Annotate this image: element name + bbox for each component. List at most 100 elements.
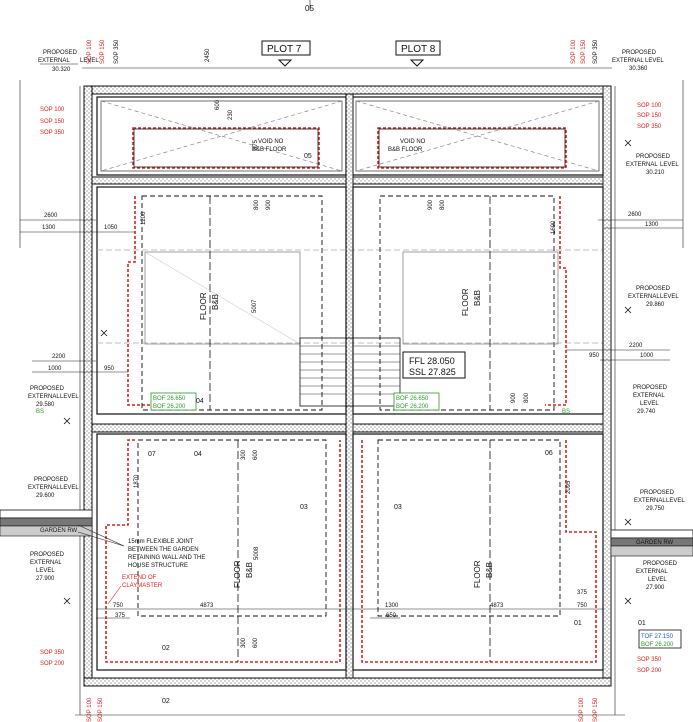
svg-text:LEVEL: LEVEL bbox=[60, 394, 79, 400]
svg-text:EXTERNAL: EXTERNAL bbox=[633, 393, 665, 399]
svg-text:900: 900 bbox=[511, 392, 517, 403]
svg-text:EXTERNAL: EXTERNAL bbox=[636, 569, 668, 575]
svg-text:PROPOSED: PROPOSED bbox=[636, 286, 671, 292]
svg-text:03: 03 bbox=[300, 504, 308, 511]
level-left-2: PROPOSED EXTERNAL LEVEL 29.600 bbox=[28, 477, 79, 499]
svg-text:01: 01 bbox=[638, 620, 646, 627]
svg-text:PROPOSED: PROPOSED bbox=[30, 552, 65, 558]
svg-text:1300: 1300 bbox=[42, 225, 56, 231]
svg-text:29.750: 29.750 bbox=[646, 506, 665, 512]
svg-text:07: 07 bbox=[148, 451, 156, 458]
svg-text:EXTERNAL: EXTERNAL bbox=[28, 485, 60, 491]
svg-text:SOP 150: SOP 150 bbox=[581, 39, 587, 64]
svg-text:950: 950 bbox=[589, 353, 600, 359]
svg-text:27.900: 27.900 bbox=[646, 585, 665, 591]
svg-text:PROPOSED: PROPOSED bbox=[643, 561, 678, 567]
svg-text:1000: 1000 bbox=[48, 366, 62, 372]
void-area-plot-7: VOID NO B&B FLOOR 05 bbox=[96, 96, 347, 176]
plot-8-label: PLOT 8 bbox=[395, 40, 441, 67]
svg-text:900: 900 bbox=[266, 199, 272, 210]
svg-text:LEVEL: LEVEL bbox=[640, 401, 659, 407]
svg-text:BETWEEN THE GARDEN: BETWEEN THE GARDEN bbox=[128, 547, 199, 553]
svg-text:04: 04 bbox=[196, 398, 204, 405]
svg-text:SOP 150: SOP 150 bbox=[637, 113, 662, 119]
svg-text:LEVEL: LEVEL bbox=[660, 162, 679, 168]
lower-room-plot-8 bbox=[352, 433, 604, 671]
svg-text:FLOOR: FLOOR bbox=[233, 560, 242, 588]
svg-text:BOF 26.200: BOF 26.200 bbox=[641, 642, 674, 648]
svg-text:02: 02 bbox=[162, 698, 170, 705]
svg-text:30.360: 30.360 bbox=[629, 66, 648, 72]
svg-text:SOP 350: SOP 350 bbox=[593, 39, 599, 64]
svg-text:LEVEL: LEVEL bbox=[648, 577, 667, 583]
svg-text:29.600: 29.600 bbox=[36, 493, 55, 499]
lower-room-plot-7 bbox=[96, 433, 347, 671]
plot-7-label: PLOT 7 bbox=[261, 40, 311, 67]
svg-text:04: 04 bbox=[194, 451, 202, 458]
point-markers bbox=[63, 139, 632, 605]
svg-text:SOP 350: SOP 350 bbox=[637, 657, 662, 663]
sop-labels-right: SOP 100 SOP 150 SOP 350 SOP 350 SOP 200 bbox=[637, 103, 662, 674]
svg-text:BOF 26.200: BOF 26.200 bbox=[153, 404, 186, 410]
svg-text:RETAINING WALL AND THE: RETAINING WALL AND THE bbox=[128, 555, 205, 561]
svg-text:01: 01 bbox=[574, 620, 582, 627]
svg-text:02: 02 bbox=[162, 645, 170, 652]
dimensions-horizontal: 2600 1300 1050 2600 1300 2200 1000 950 2… bbox=[20, 212, 683, 619]
svg-text:LEVEL: LEVEL bbox=[36, 568, 55, 574]
upper-room-plot-8 bbox=[352, 186, 604, 415]
tof-bof-box: TOF 27.150 BOF 26.200 01 bbox=[638, 620, 682, 649]
site-boundary bbox=[19, 67, 684, 716]
svg-text:2200: 2200 bbox=[52, 354, 66, 360]
svg-text:HOUSE STRUCTURE: HOUSE STRUCTURE bbox=[128, 563, 188, 569]
svg-text:GARDEN RW: GARDEN RW bbox=[40, 528, 78, 534]
svg-text:SOP 350: SOP 350 bbox=[40, 650, 65, 656]
bs-label-right: BS bbox=[562, 409, 570, 415]
svg-text:230: 230 bbox=[228, 109, 234, 120]
svg-text:5007: 5007 bbox=[252, 299, 258, 313]
level-right-4: PROPOSED EXTERNAL LEVEL 29.750 bbox=[634, 490, 685, 512]
svg-text:600: 600 bbox=[215, 99, 221, 110]
svg-text:SOP 150: SOP 150 bbox=[98, 697, 104, 722]
floor-labels: FLOOR B&B FLOOR B&B FLOOR B&B FLOOR B&B bbox=[199, 288, 494, 588]
svg-text:27.900: 27.900 bbox=[36, 576, 55, 582]
svg-text:TOF 27.150: TOF 27.150 bbox=[641, 634, 674, 640]
svg-text:BOF 26.200: BOF 26.200 bbox=[396, 404, 429, 410]
svg-text:950: 950 bbox=[104, 366, 115, 372]
svg-text:2200: 2200 bbox=[629, 343, 643, 349]
svg-text:06: 06 bbox=[545, 450, 553, 457]
sop-vertical-top-left: SOP 100 SOP 150 SOP 350 bbox=[87, 39, 120, 64]
claymaster-note: EXTEND OF CLAYMASTER bbox=[107, 575, 163, 605]
svg-text:PLOT 8: PLOT 8 bbox=[401, 44, 436, 55]
svg-text:BOF 26.650: BOF 26.650 bbox=[153, 396, 186, 402]
svg-text:05: 05 bbox=[305, 4, 314, 13]
svg-text:B&B FLOOR: B&B FLOOR bbox=[252, 147, 287, 153]
level-right-5: PROPOSED EXTERNAL LEVEL 27.900 bbox=[636, 561, 678, 591]
level-left-1: PROPOSED EXTERNAL LEVEL 29.580 bbox=[28, 386, 79, 408]
svg-text:LEVEL: LEVEL bbox=[60, 485, 79, 491]
svg-text:EXTERNAL: EXTERNAL bbox=[30, 560, 62, 566]
svg-text:PROPOSED: PROPOSED bbox=[34, 477, 69, 483]
svg-text:800: 800 bbox=[254, 199, 260, 210]
svg-text:EXTERNAL: EXTERNAL bbox=[28, 394, 60, 400]
svg-text:LEVEL: LEVEL bbox=[80, 58, 99, 64]
upper-room-plot-7 bbox=[96, 186, 603, 415]
svg-text:375: 375 bbox=[577, 590, 588, 596]
svg-text:4873: 4873 bbox=[200, 603, 214, 609]
svg-text:SOP 200: SOP 200 bbox=[637, 668, 662, 674]
svg-text:FFL 28.050: FFL 28.050 bbox=[409, 356, 455, 366]
svg-text:800: 800 bbox=[524, 392, 530, 403]
sop-labels-left: SOP 100 SOP 150 SOP 350 SOP 350 SOP 200 bbox=[40, 107, 65, 667]
svg-text:650: 650 bbox=[386, 613, 397, 619]
garden-retaining-wall-left: GARDEN RW bbox=[0, 509, 93, 537]
svg-text:SSL 27.825: SSL 27.825 bbox=[409, 367, 456, 377]
svg-text:29.580: 29.580 bbox=[36, 402, 55, 408]
svg-text:LEVEL: LEVEL bbox=[666, 498, 685, 504]
svg-text:600: 600 bbox=[253, 637, 259, 648]
svg-text:30.210: 30.210 bbox=[646, 170, 665, 176]
level-left-3: PROPOSED EXTERNAL LEVEL 27.900 bbox=[30, 552, 65, 582]
svg-text:PROPOSED: PROPOSED bbox=[30, 386, 65, 392]
svg-text:2600: 2600 bbox=[44, 213, 58, 219]
svg-text:2600: 2600 bbox=[628, 212, 642, 218]
svg-text:SOP 100: SOP 100 bbox=[40, 107, 65, 113]
svg-text:B&B: B&B bbox=[245, 562, 254, 578]
